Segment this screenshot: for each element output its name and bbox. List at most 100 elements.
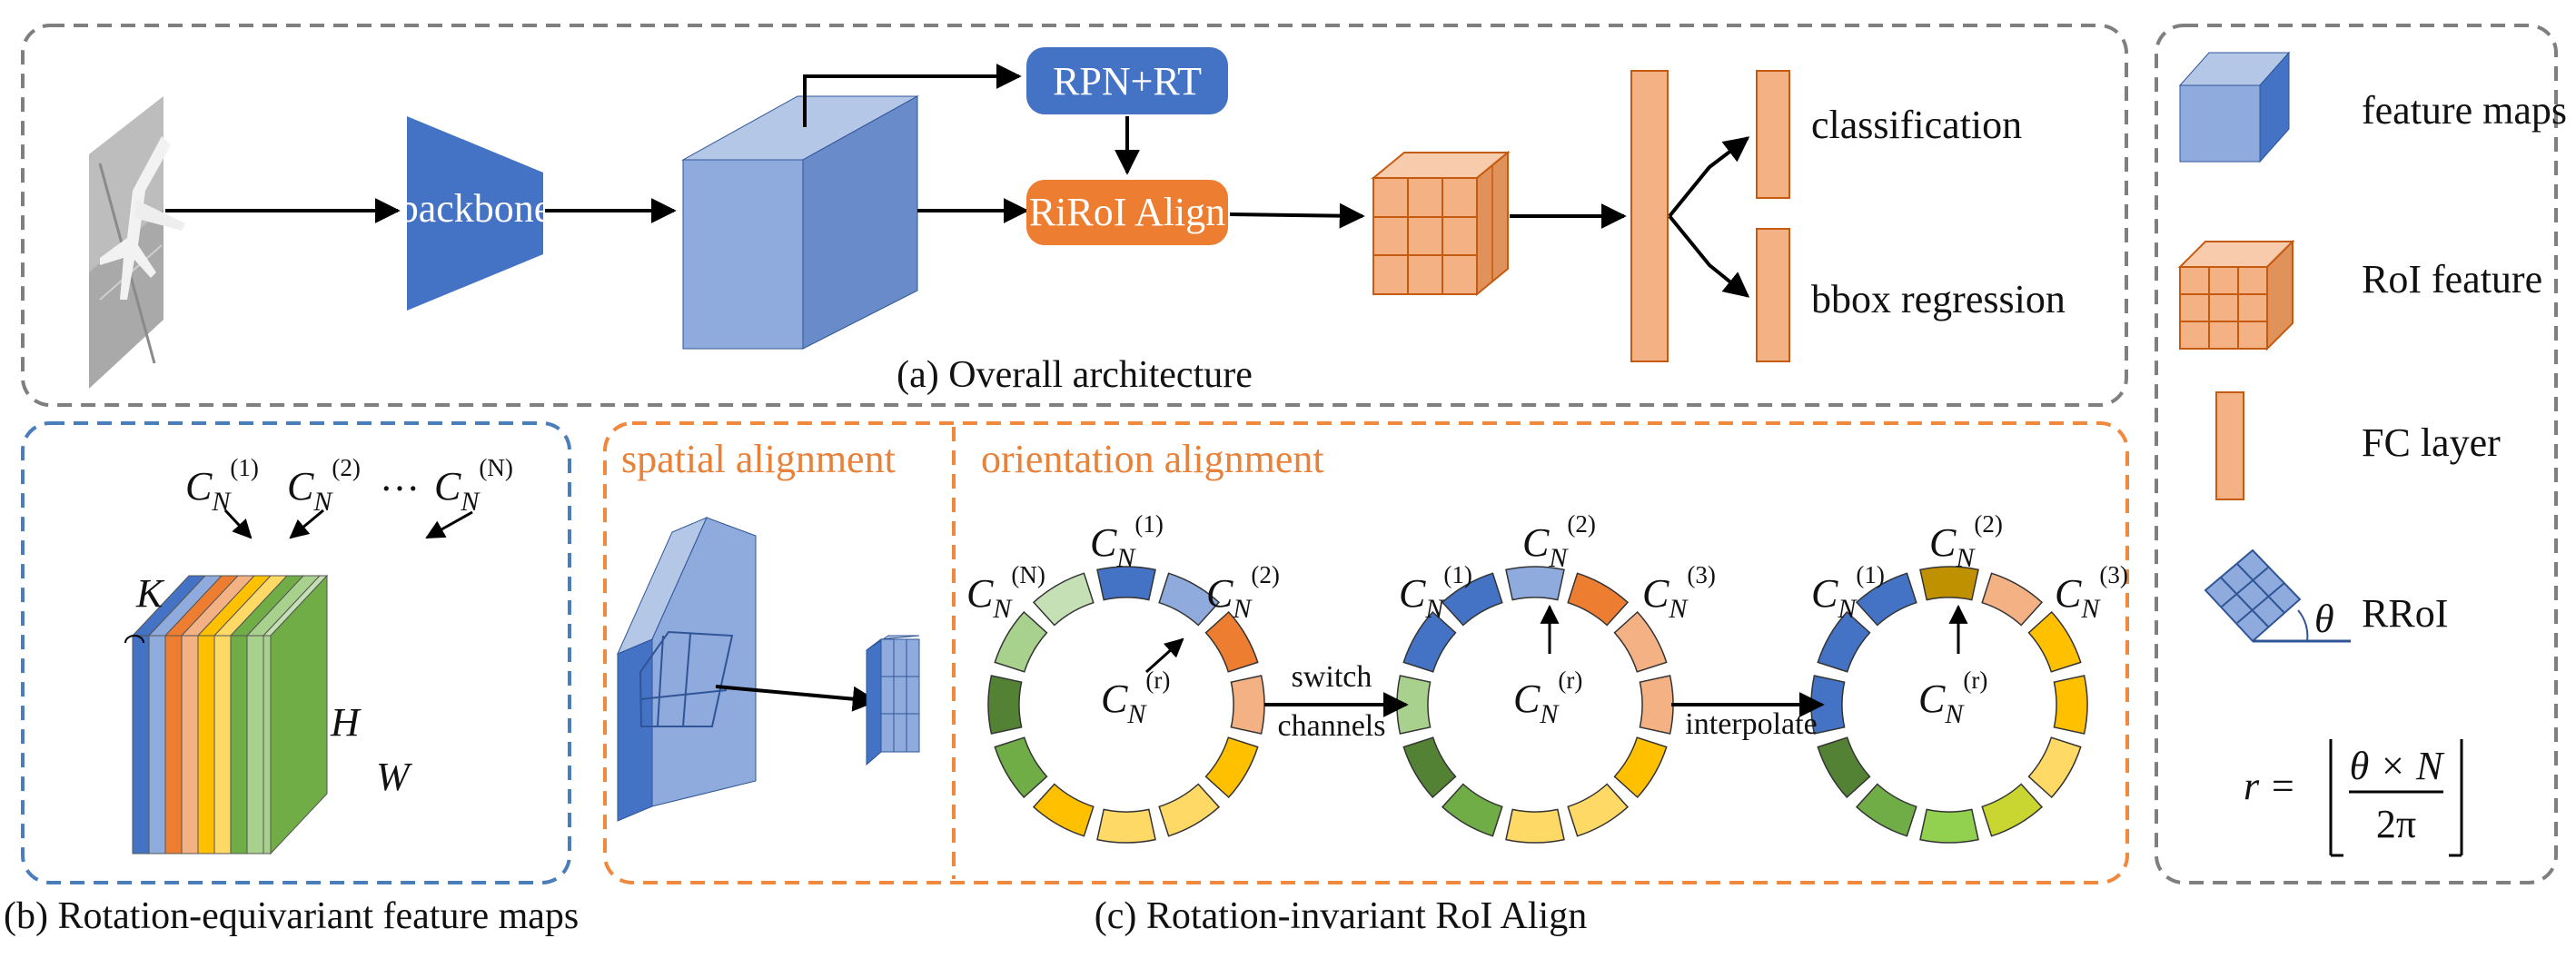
legend-formula: r = θ × N 2π (2244, 739, 2463, 857)
channel-slab (246, 635, 264, 854)
switch-label: switch (1292, 660, 1372, 694)
ring-segment (1855, 783, 1917, 837)
ring2-label-1: CN(1) (1399, 561, 1472, 624)
channel-slab (181, 635, 199, 854)
rpn-rt-block (1026, 47, 1228, 114)
ring-segment (1919, 566, 1979, 601)
ring3-label-r: CN(r) (1918, 667, 1987, 729)
ring2-label-3: CN(3) (1642, 561, 1716, 624)
orientation-ring-3 (1810, 566, 2088, 844)
ring2-label-r: CN(r) (1513, 667, 1582, 729)
channel-slab (230, 635, 248, 854)
channel-label-n: CN(N) (434, 454, 513, 517)
orientation-ring-1 (987, 566, 1265, 844)
panel-c-caption: (c) Rotation-invariant RoI Align (1095, 895, 1587, 937)
legend-fc-layer-label: FC layer (2362, 420, 2501, 465)
formula-numerator: θ × N (2350, 744, 2445, 788)
ring-segment (1855, 572, 1917, 627)
formula-lhs: r = (2244, 764, 2296, 808)
channel-label-2: CN(2) (287, 454, 361, 517)
ring-segment (2027, 610, 2082, 673)
ring-segment (1613, 610, 1668, 673)
panel-b-caption: (b) Rotation-equivariant feature maps (4, 895, 579, 937)
k-marker (124, 635, 144, 644)
panel-a-caption: (a) Overall architecture (897, 354, 1253, 396)
airplane-icon (100, 136, 185, 300)
roi-feature-cube (1371, 150, 1511, 297)
legend-rroi-label: RRoI (2362, 591, 2448, 636)
fc-layer-cls (1756, 70, 1790, 199)
ring-segment (1402, 610, 1457, 673)
aerial-image (89, 96, 185, 389)
ring-segment (994, 610, 1048, 673)
ring-segment (1158, 572, 1221, 627)
orientation-alignment-title: orientation alignment (981, 437, 1324, 481)
ring-segment (1981, 783, 2044, 837)
ring-segment (1441, 572, 1503, 627)
ring-segment (1096, 808, 1156, 844)
bbox-regression-label: bbox regression (1811, 277, 2066, 321)
fc-layer-main (1630, 70, 1669, 362)
backbone-block (407, 116, 543, 311)
ring-segment (1032, 572, 1095, 627)
spatial-alignment-title: spatial alignment (621, 437, 896, 481)
ring1-label-n: CN(N) (966, 561, 1045, 624)
ring3-label-2: CN(2) (1929, 510, 2003, 573)
spatial-feature-map (617, 517, 757, 822)
legend-roi-feature-icon (2177, 239, 2295, 351)
panel-a-frame (21, 24, 2128, 407)
ring-segment (1096, 566, 1156, 601)
channel-label-1: CN(1) (185, 454, 259, 517)
classification-label: classification (1811, 103, 2022, 147)
ring-segment (1981, 572, 2044, 627)
ring-segment (1204, 610, 1259, 673)
ring3-label-1: CN(1) (1811, 561, 1885, 624)
ring-segment (1230, 675, 1265, 735)
ring-segment (2027, 736, 2082, 799)
legend-roi-feature-label: RoI feature (2362, 257, 2542, 301)
channel-slab (164, 635, 183, 854)
channel-slab (148, 635, 166, 854)
ring-segment (1613, 736, 1668, 799)
ring-segment (1204, 736, 1259, 799)
legend-frame (2155, 24, 2558, 884)
ring-segment (1567, 783, 1630, 837)
ring-segment (1505, 808, 1565, 844)
feature-map-cube (681, 95, 919, 350)
ring-segment (994, 736, 1048, 799)
ring2-label-2: CN(2) (1522, 510, 1596, 573)
panel-c-frame (603, 421, 2129, 884)
ring-segment (1919, 808, 1979, 844)
channel-slab (197, 635, 215, 854)
k-label: K (135, 571, 165, 616)
ring-segment (1402, 736, 1457, 799)
ring-segment (1032, 783, 1095, 837)
ring-segment (1639, 675, 1674, 735)
riroi-align-label: RiRoI Align (1029, 190, 1225, 234)
channel-slab (263, 635, 272, 854)
legend-fc-layer-icon (2215, 391, 2244, 500)
orientation-ring-2 (1396, 566, 1674, 844)
ellipsis: … (380, 455, 420, 499)
ring-segment (2053, 675, 2088, 735)
ring-segment (1817, 610, 1871, 673)
fc-layer-reg (1756, 228, 1790, 362)
legend-theta-label: θ (2314, 597, 2334, 641)
rpn-rt-label: RPN+RT (1053, 59, 1202, 104)
equivariant-feature-stack (124, 574, 329, 855)
ring-segment (1505, 566, 1565, 601)
ring3-label-3: CN(3) (2055, 561, 2128, 624)
ring-segment (1158, 783, 1221, 837)
backbone-label: backbone (399, 186, 552, 231)
ring1-label-1: CN(1) (1090, 510, 1164, 573)
channel-slab (213, 635, 232, 854)
ring-segment (1441, 783, 1503, 837)
interpolate-label: interpolate (1685, 707, 1817, 741)
aligned-roi-feature (866, 635, 920, 766)
legend-feature-maps-label: feature maps (2362, 88, 2567, 133)
channel-slab (132, 635, 150, 854)
h-label: H (330, 700, 362, 745)
ring-segment (1817, 736, 1871, 799)
panel-b-frame (21, 421, 571, 884)
